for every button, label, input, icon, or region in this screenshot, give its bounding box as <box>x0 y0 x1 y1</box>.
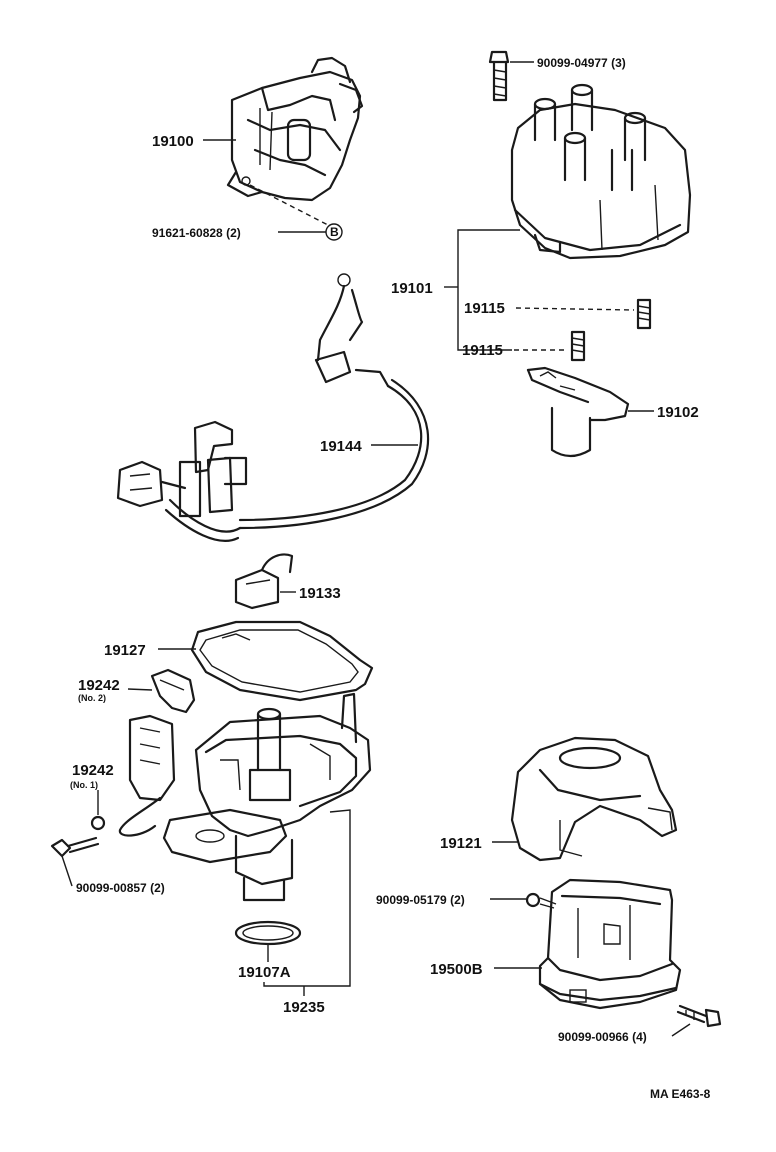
gasket-drawing <box>190 620 374 702</box>
label-19235: 19235 <box>283 999 325 1016</box>
leader-90099-00857 <box>61 855 73 887</box>
bolt-b-marker <box>325 223 343 241</box>
spring-lower-drawing <box>570 330 586 362</box>
pickup-coil-drawing <box>234 553 294 610</box>
label-19133: 19133 <box>299 585 341 602</box>
label-90099-00857: 90099-00857 (2) <box>76 881 165 895</box>
leader-19115-upper <box>515 307 635 311</box>
leader-90099-00966 <box>671 1023 691 1037</box>
label-19500B: 19500B <box>430 961 483 978</box>
label-no2: (No. 2) <box>78 693 106 703</box>
label-no1: (No. 1) <box>70 780 98 790</box>
clip-no1-drawing <box>90 815 106 831</box>
label-19242-no1: 19242 <box>72 762 114 779</box>
label-19121: 19121 <box>440 835 482 852</box>
label-19242-no2: 19242 <box>78 677 120 694</box>
label-19107A: 19107A <box>238 964 291 981</box>
o-ring-inner <box>242 925 294 941</box>
label-19100: 19100 <box>152 133 194 150</box>
label-90099-04977: 90099-04977 (3) <box>537 56 626 70</box>
dust-cover-drawing <box>510 736 678 862</box>
rotor-drawing <box>526 366 630 458</box>
label-19101: 19101 <box>391 280 433 297</box>
bracket-19101 <box>457 229 520 351</box>
screw-00857-drawing <box>50 836 100 858</box>
distributor-cap-drawing <box>510 83 692 260</box>
screw-00966-drawing <box>676 1004 722 1028</box>
ignition-coil-drawing <box>538 878 682 1010</box>
o-ring-drawing <box>234 920 302 946</box>
clip-no2-drawing <box>150 668 196 714</box>
label-91621-60828: 91621-60828 (2) <box>152 226 241 240</box>
bracket-19235 <box>263 809 351 987</box>
label-19102: 19102 <box>657 404 699 421</box>
spring-upper-drawing <box>636 298 652 330</box>
b-marker-text: B <box>330 225 339 239</box>
label-19144: 19144 <box>320 438 362 455</box>
label-19115-lower: 19115 <box>462 342 503 359</box>
distributor-housing-drawing <box>118 692 372 902</box>
distributor-assembly-drawing <box>226 56 364 202</box>
cap-bolt-drawing <box>488 50 510 102</box>
label-90099-05179: 90099-05179 (2) <box>376 893 465 907</box>
bolt-dashed-line <box>249 184 329 226</box>
label-90099-00966: 90099-00966 (4) <box>558 1030 647 1044</box>
label-19127: 19127 <box>104 642 146 659</box>
leader-19242-no2 <box>127 688 153 691</box>
figure-reference-code: MA E463-8 <box>650 1087 711 1101</box>
wiring-harness-drawing <box>116 273 430 542</box>
label-19115-upper: 19115 <box>464 300 505 317</box>
